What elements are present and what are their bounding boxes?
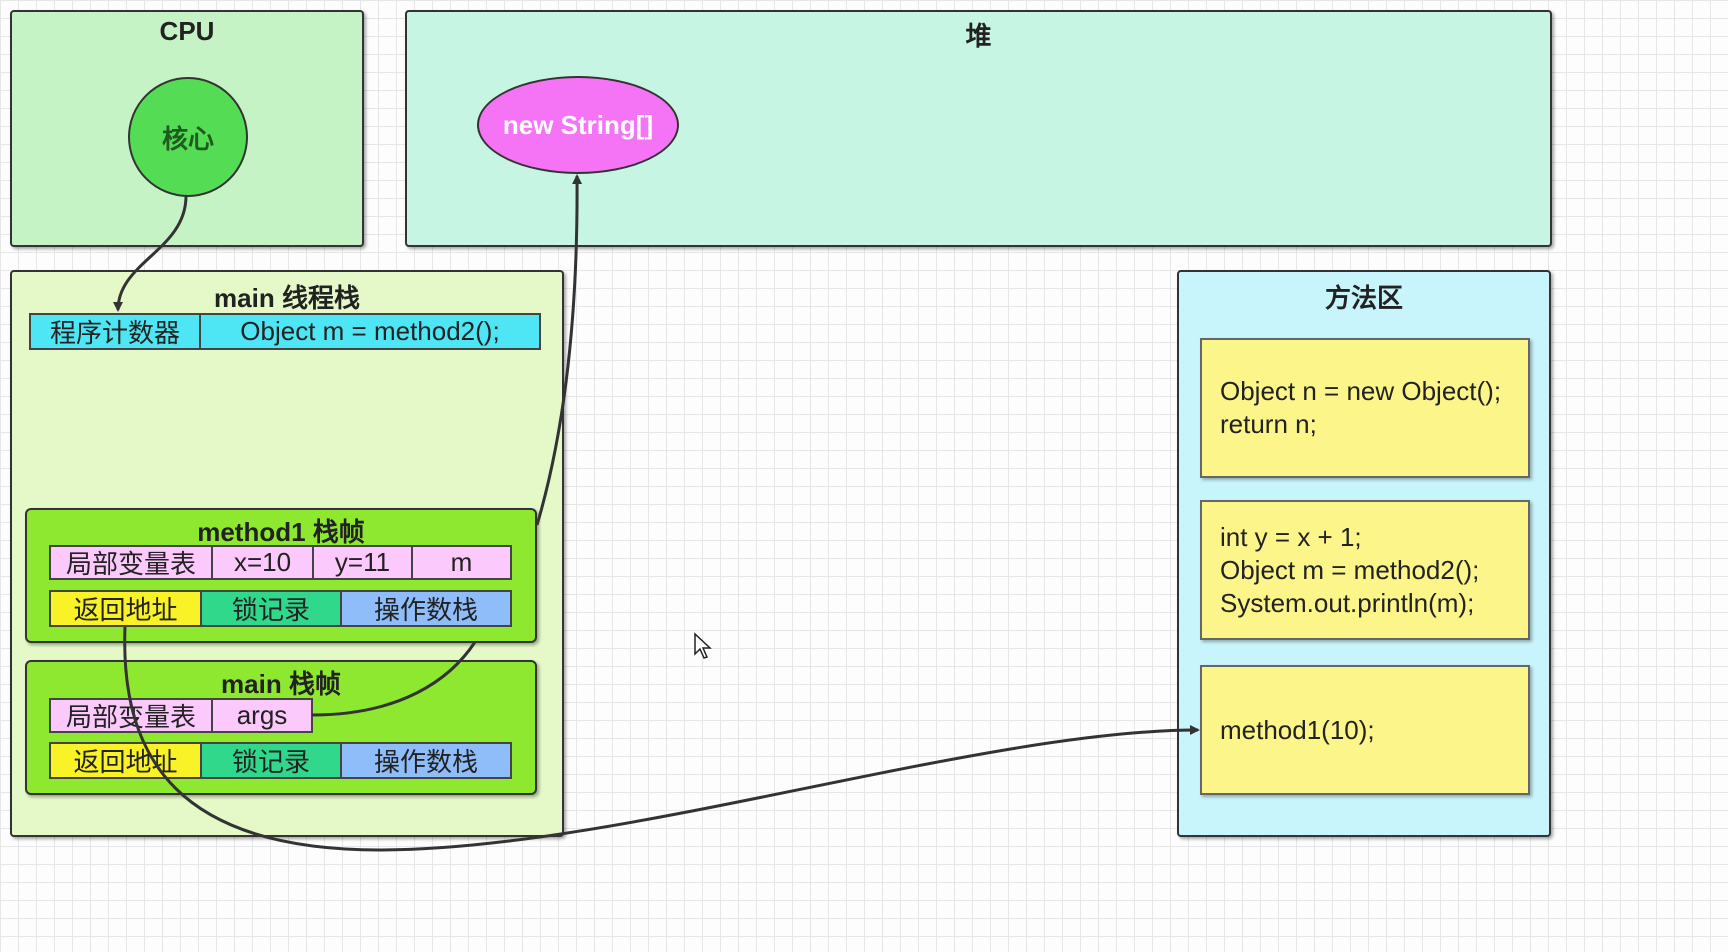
cpu-panel: CPU 核心 bbox=[10, 10, 364, 247]
main-thread-stack-title: main 线程栈 bbox=[214, 283, 360, 313]
main-locals-label: 局部变量表 bbox=[49, 698, 213, 733]
code-line: System.out.println(m); bbox=[1220, 587, 1475, 618]
main-return-address: 返回地址 bbox=[49, 742, 202, 779]
method1-lock-record: 锁记录 bbox=[200, 590, 342, 627]
program-counter-label: 程序计数器 bbox=[29, 313, 201, 350]
method1-code-box[interactable]: int y = x + 1; Object m = method2(); Sys… bbox=[1200, 500, 1530, 640]
program-counter-value: Object m = method2(); bbox=[199, 313, 541, 350]
main-operand-stack: 操作数栈 bbox=[340, 742, 512, 779]
heap-object-new-string-array[interactable]: new String[] bbox=[477, 76, 679, 174]
mouse-cursor-icon bbox=[694, 632, 712, 659]
main-frame-title: main 栈帧 bbox=[221, 669, 341, 699]
method1-local-m[interactable]: m bbox=[411, 545, 512, 580]
code-line: Object m = method2(); bbox=[1220, 554, 1480, 585]
code-line: return n; bbox=[1220, 409, 1317, 439]
code-line: method1(10); bbox=[1220, 714, 1375, 745]
code-line: int y = x + 1; bbox=[1220, 521, 1362, 552]
heap-panel: 堆 new String[] bbox=[405, 10, 1552, 247]
heap-title: 堆 bbox=[965, 21, 992, 51]
method1-local-y[interactable]: y=11 bbox=[312, 545, 413, 580]
main-lock-record: 锁记录 bbox=[200, 742, 342, 779]
method-area-title: 方法区 bbox=[1324, 283, 1403, 313]
method2-code-box[interactable]: Object n = new Object(); return n; bbox=[1200, 338, 1530, 478]
cpu-core[interactable]: 核心 bbox=[128, 77, 248, 197]
cpu-title: CPU bbox=[159, 16, 215, 46]
main-code-box[interactable]: method1(10); bbox=[1200, 665, 1530, 795]
code-line: Object n = new Object(); bbox=[1220, 376, 1502, 406]
method1-local-x[interactable]: x=10 bbox=[211, 545, 314, 580]
method1-operand-stack: 操作数栈 bbox=[340, 590, 512, 627]
method1-locals-label: 局部变量表 bbox=[49, 545, 213, 580]
method1-frame-title: method1 栈帧 bbox=[197, 517, 365, 547]
main-local-args[interactable]: args bbox=[211, 698, 313, 733]
method1-return-address: 返回地址 bbox=[49, 590, 202, 627]
